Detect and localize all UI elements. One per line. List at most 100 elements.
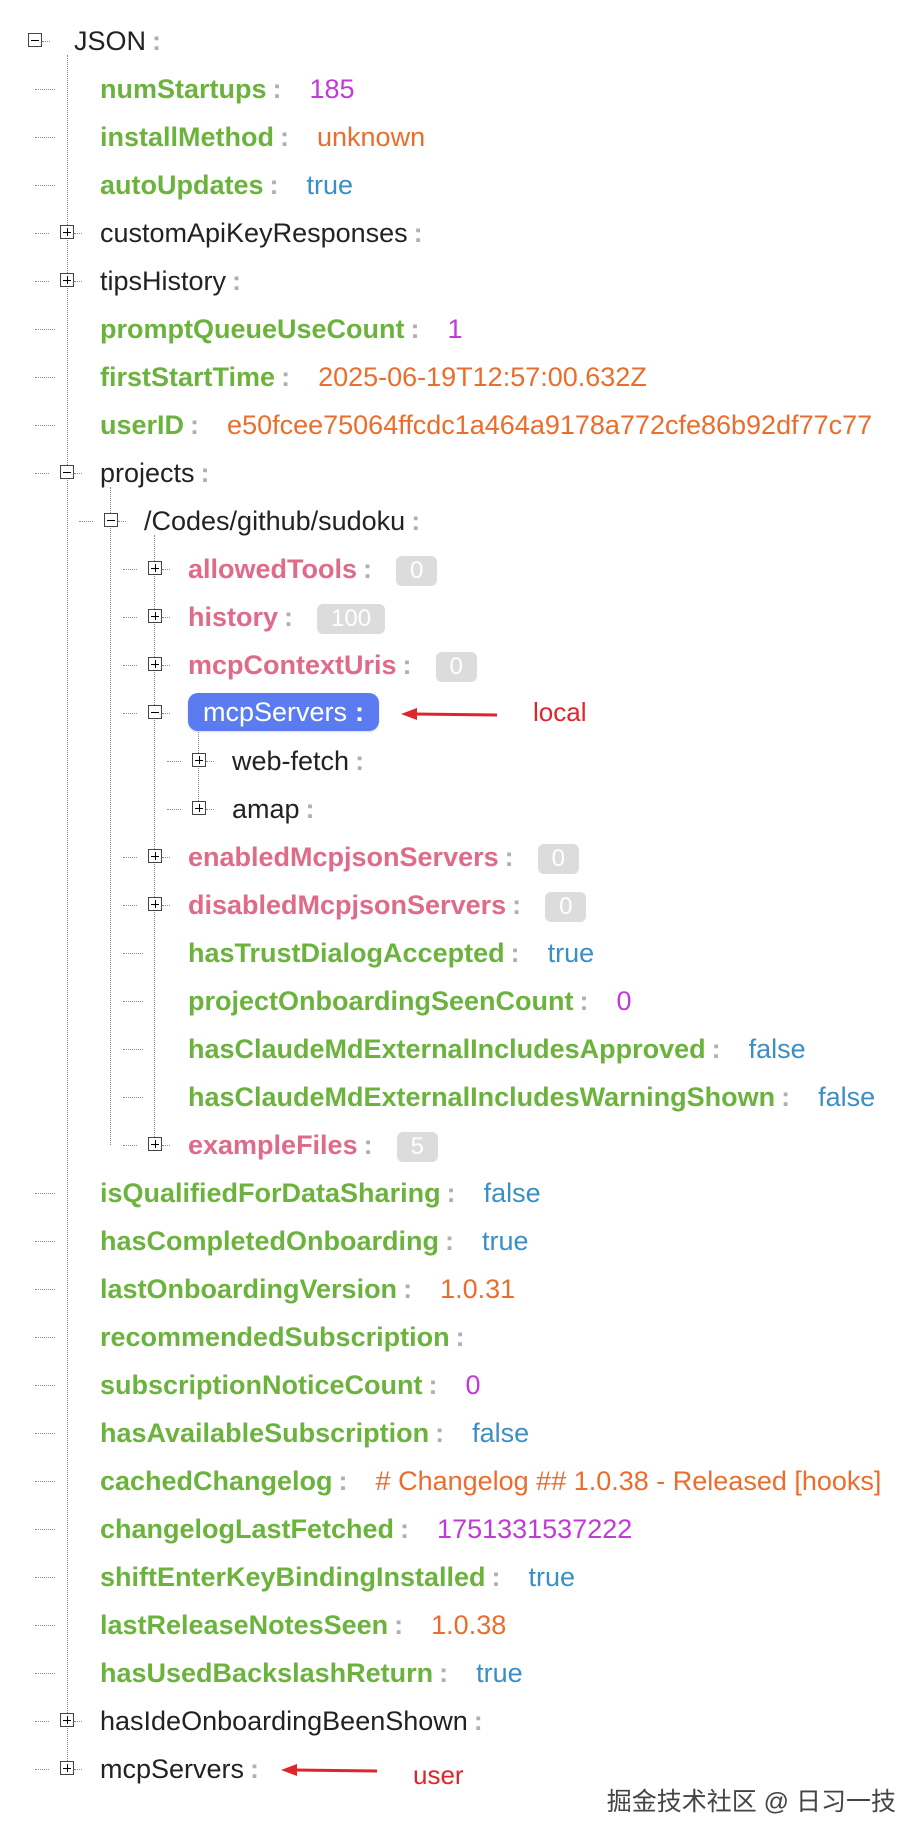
node-key-text: allowedTools (188, 554, 358, 584)
node-key-cachedchangelog[interactable]: cachedChangelog:# Changelog ## 1.0.38 - … (100, 1465, 881, 1497)
expand-toggle-icon[interactable] (60, 273, 74, 287)
tree-connector (35, 137, 55, 138)
tree-connector (123, 1049, 143, 1050)
node-key-text: hasAvailableSubscription (100, 1418, 430, 1448)
node-key-text: projectOnboardingSeenCount (188, 986, 574, 1016)
tree-connector (35, 1289, 55, 1290)
node-key-text: amap (232, 794, 300, 824)
node-value: unknown (317, 122, 426, 152)
expand-toggle-icon[interactable] (60, 1713, 74, 1727)
node-key-allowedtools[interactable]: allowedTools:0 (188, 553, 438, 586)
tree-connector (167, 809, 181, 810)
tree-connector (35, 1673, 55, 1674)
node-key-projects[interactable]: projects: (100, 457, 210, 489)
tree-connector (35, 1337, 55, 1338)
expand-toggle-icon[interactable] (148, 609, 162, 623)
node-key-text: userID (100, 410, 185, 440)
node-key-text: numStartups (100, 74, 267, 104)
node-colon: : (428, 1370, 438, 1400)
node-value: false (748, 1034, 806, 1064)
node-key-firststarttime[interactable]: firstStartTime:2025-06-19T12:57:00.632Z (100, 361, 647, 393)
node-key-hasclaudemdexternalincludeswarningshown[interactable]: hasClaudeMdExternalIncludesWarningShown:… (188, 1081, 875, 1113)
tree-connector (167, 761, 181, 762)
node-key-projectonboardingseencount[interactable]: projectOnboardingSeenCount:0 (188, 985, 632, 1017)
node-key-customapikeyresponses[interactable]: customApiKeyResponses: (100, 217, 423, 249)
node-colon: : (455, 1322, 465, 1352)
node-key-tipshistory[interactable]: tipsHistory: (100, 265, 241, 297)
node-key-mcpcontexturis[interactable]: mcpContextUris:0 (188, 649, 477, 682)
node-colon: : (410, 314, 420, 344)
node-key-autoupdates[interactable]: autoUpdates:true (100, 169, 353, 201)
node-key-text: recommendedSubscription (100, 1322, 450, 1352)
node-key-shiftenterkeybindinginstalled[interactable]: shiftEnterKeyBindingInstalled:true (100, 1561, 575, 1593)
node-key-disabledmcpjsonservers[interactable]: disabledMcpjsonServers:0 (188, 889, 587, 922)
node-key-text: /Codes/github/sudoku (144, 506, 406, 536)
tree-node-promptqueueusecount: promptQueueUseCount:1 (0, 305, 912, 353)
expand-toggle-icon[interactable] (148, 657, 162, 671)
node-value: false (818, 1082, 876, 1112)
node-key-web-fetch[interactable]: web-fetch: (232, 745, 364, 777)
tree-node-hastrustdialogaccepted: hasTrustDialogAccepted:true (0, 929, 912, 977)
tree-connector (74, 1721, 82, 1722)
node-key-hasavailablesubscription[interactable]: hasAvailableSubscription:false (100, 1417, 529, 1449)
node-value: true (547, 938, 595, 968)
tree-node-shiftenterkeybindinginstalled: shiftEnterKeyBindingInstalled:true (0, 1553, 912, 1601)
tree-connector (35, 1385, 55, 1386)
root-label[interactable]: JSON: (74, 25, 161, 57)
node-key-userid[interactable]: userID:e50fcee75064ffcdc1a464a9178a772cf… (100, 409, 872, 441)
tree-node-codes-github-sudoku: /Codes/github/sudoku: (0, 497, 912, 545)
tree-node-lastreleasenotesseen: lastReleaseNotesSeen:1.0.38 (0, 1601, 912, 1649)
array-count-badge: 0 (545, 891, 587, 922)
node-colon: : (272, 74, 282, 104)
tree-connector (162, 665, 170, 666)
expand-toggle-icon[interactable] (148, 897, 162, 911)
expand-toggle-icon[interactable] (148, 849, 162, 863)
node-value: true (476, 1658, 523, 1688)
expand-toggle-icon[interactable] (148, 561, 162, 575)
node-colon: : (439, 1658, 449, 1688)
node-key-subscriptionnoticecount[interactable]: subscriptionNoticeCount:0 (100, 1369, 481, 1401)
node-colon: : (413, 218, 423, 248)
collapse-toggle-icon[interactable] (60, 465, 74, 479)
tree-node-hasideonboardingbeenshown: hasIdeOnboardingBeenShown: (0, 1697, 912, 1745)
node-key-promptqueueusecount[interactable]: promptQueueUseCount:1 (100, 313, 463, 345)
node-key-hasusedbackslashreturn[interactable]: hasUsedBackslashReturn:true (100, 1657, 523, 1689)
node-colon: : (446, 1178, 456, 1208)
node-key-mcpservers[interactable]: mcpServers: (100, 1753, 259, 1785)
node-key-hasclaudemdexternalincludesapproved[interactable]: hasClaudeMdExternalIncludesApproved:fals… (188, 1033, 806, 1065)
collapse-toggle-icon[interactable] (28, 33, 42, 47)
node-key-lastreleasenotesseen[interactable]: lastReleaseNotesSeen:1.0.38 (100, 1609, 506, 1641)
node-key-enabledmcpjsonservers[interactable]: enabledMcpjsonServers:0 (188, 841, 579, 874)
node-value: 1751331537222 (437, 1514, 633, 1544)
annotation-user: user (413, 1760, 464, 1790)
node-key-numstartups[interactable]: numStartups:185 (100, 73, 355, 105)
node-key-isqualifiedfordatasharing[interactable]: isQualifiedForDataSharing:false (100, 1177, 541, 1209)
node-key-amap[interactable]: amap: (232, 793, 315, 825)
node-colon: : (200, 458, 210, 488)
node-key-examplefiles[interactable]: exampleFiles:5 (188, 1129, 438, 1162)
node-key-hascompletedonboarding[interactable]: hasCompletedOnboarding:true (100, 1225, 529, 1257)
node-key-lastonboardingversion[interactable]: lastOnboardingVersion:1.0.31 (100, 1273, 515, 1305)
collapse-toggle-icon[interactable] (148, 705, 162, 719)
collapse-toggle-icon[interactable] (104, 513, 118, 527)
node-key-hastrustdialogaccepted[interactable]: hasTrustDialogAccepted:true (188, 937, 594, 969)
expand-toggle-icon[interactable] (192, 801, 206, 815)
node-colon: : (284, 602, 294, 632)
tree-connector (162, 905, 170, 906)
node-key-changeloglastfetched[interactable]: changelogLastFetched:1751331537222 (100, 1513, 632, 1545)
node-key-recommendedsubscription[interactable]: recommendedSubscription: (100, 1321, 465, 1353)
expand-toggle-icon[interactable] (60, 225, 74, 239)
tree-connector (123, 857, 137, 858)
expand-toggle-icon[interactable] (148, 1137, 162, 1151)
node-key-history[interactable]: history:100 (188, 601, 386, 634)
expand-toggle-icon[interactable] (192, 753, 206, 767)
node-key-hasideonboardingbeenshown[interactable]: hasIdeOnboardingBeenShown: (100, 1705, 483, 1737)
node-key-text: exampleFiles (188, 1130, 358, 1160)
array-count-badge: 0 (396, 555, 438, 586)
node-key-codes-github-sudoku[interactable]: /Codes/github/sudoku: (144, 505, 420, 537)
node-key-mcpservers[interactable]: mcpServers: (188, 693, 380, 731)
node-colon: : (394, 1610, 404, 1640)
expand-toggle-icon[interactable] (60, 1761, 74, 1775)
node-colon: : (280, 122, 289, 152)
node-key-installmethod[interactable]: installMethod:unknown (100, 121, 425, 153)
